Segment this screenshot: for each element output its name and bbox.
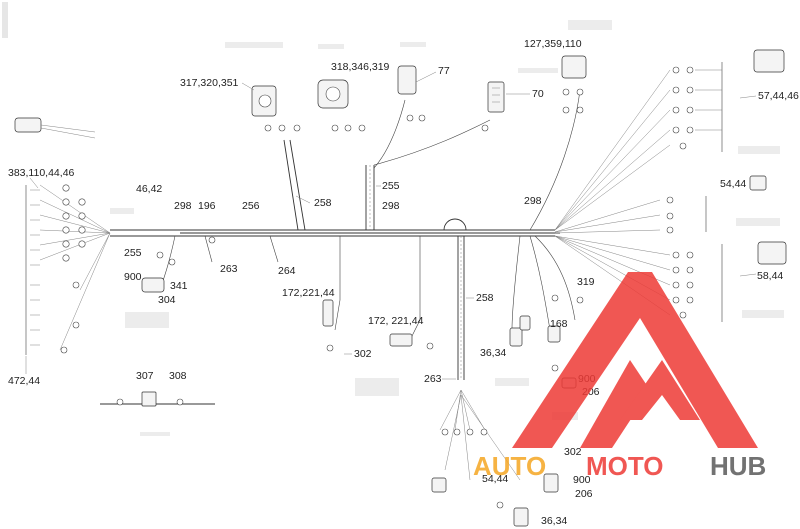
label-341: 341 <box>170 280 188 292</box>
component-70 <box>481 81 505 132</box>
component-317 <box>251 85 301 132</box>
label-298-b: 298 <box>382 200 400 212</box>
label-58: 58,44 <box>757 270 783 282</box>
microtext-blocks <box>2 2 784 436</box>
label-317: 317,320,351 <box>180 77 239 89</box>
label-172-a: 172,221,44 <box>282 287 335 299</box>
label-206-b: 206 <box>575 488 593 500</box>
label-168: 168 <box>550 318 568 330</box>
component-307-308 <box>100 391 215 407</box>
component-57 <box>672 49 785 152</box>
label-263-b: 263 <box>424 373 442 385</box>
component-172a <box>322 299 334 352</box>
logo-word-auto: AUTO <box>473 451 546 481</box>
label-36-34-b: 36,34 <box>541 515 567 527</box>
component-58 <box>672 241 787 322</box>
label-383: 383,110,44,46 <box>8 167 75 179</box>
component-168 <box>547 294 584 343</box>
label-264: 264 <box>278 265 296 277</box>
label-54-a: 54,44 <box>720 178 746 190</box>
label-472: 472,44 <box>8 375 40 387</box>
component-172b <box>389 333 434 350</box>
label-298-c: 298 <box>524 195 542 207</box>
component-900-341 <box>141 236 216 293</box>
label-258-a: 258 <box>314 197 332 209</box>
label-298-a: 298 <box>174 200 192 212</box>
label-70: 70 <box>532 88 544 100</box>
label-172-b: 172, 221,44 <box>368 315 424 327</box>
label-256: 256 <box>242 200 260 212</box>
logo-word-moto: MOTO <box>586 451 664 481</box>
component-54a <box>666 175 767 234</box>
label-258-b: 258 <box>476 292 494 304</box>
label-307: 307 <box>136 370 154 382</box>
label-900-c: 900 <box>573 474 591 486</box>
component-318 <box>317 79 366 132</box>
label-318: 318,346,319 <box>331 61 390 73</box>
label-302-b: 302 <box>564 446 582 458</box>
label-36-34-a: 36,34 <box>480 347 506 359</box>
label-263-a: 263 <box>220 263 238 275</box>
label-46-42: 46,42 <box>136 183 162 195</box>
label-255-b: 255 <box>382 180 400 192</box>
main-harness <box>39 69 671 481</box>
label-77: 77 <box>438 65 450 77</box>
label-900-a: 900 <box>124 271 142 283</box>
component-77 <box>397 65 426 122</box>
callout-labels: 383,110,44,46 472,44 46,42 298 196 256 2… <box>8 38 799 527</box>
label-196: 196 <box>198 200 216 212</box>
logo-word-hub: HUB <box>710 451 766 481</box>
component-36-34a <box>509 315 531 347</box>
component-bottom <box>431 428 559 527</box>
label-302-a: 302 <box>354 348 372 360</box>
label-255-a: 255 <box>124 247 142 259</box>
label-57: 57,44,46 <box>758 90 799 102</box>
label-308: 308 <box>169 370 187 382</box>
label-54-b: 54,44 <box>482 473 508 485</box>
label-304: 304 <box>158 294 176 306</box>
label-127: 127,359,110 <box>524 38 582 50</box>
component-127 <box>561 55 587 114</box>
label-319: 319 <box>577 276 595 288</box>
left-connector-pins <box>14 117 96 355</box>
automotohub-watermark: AUTO MOTO HUB <box>473 272 766 481</box>
